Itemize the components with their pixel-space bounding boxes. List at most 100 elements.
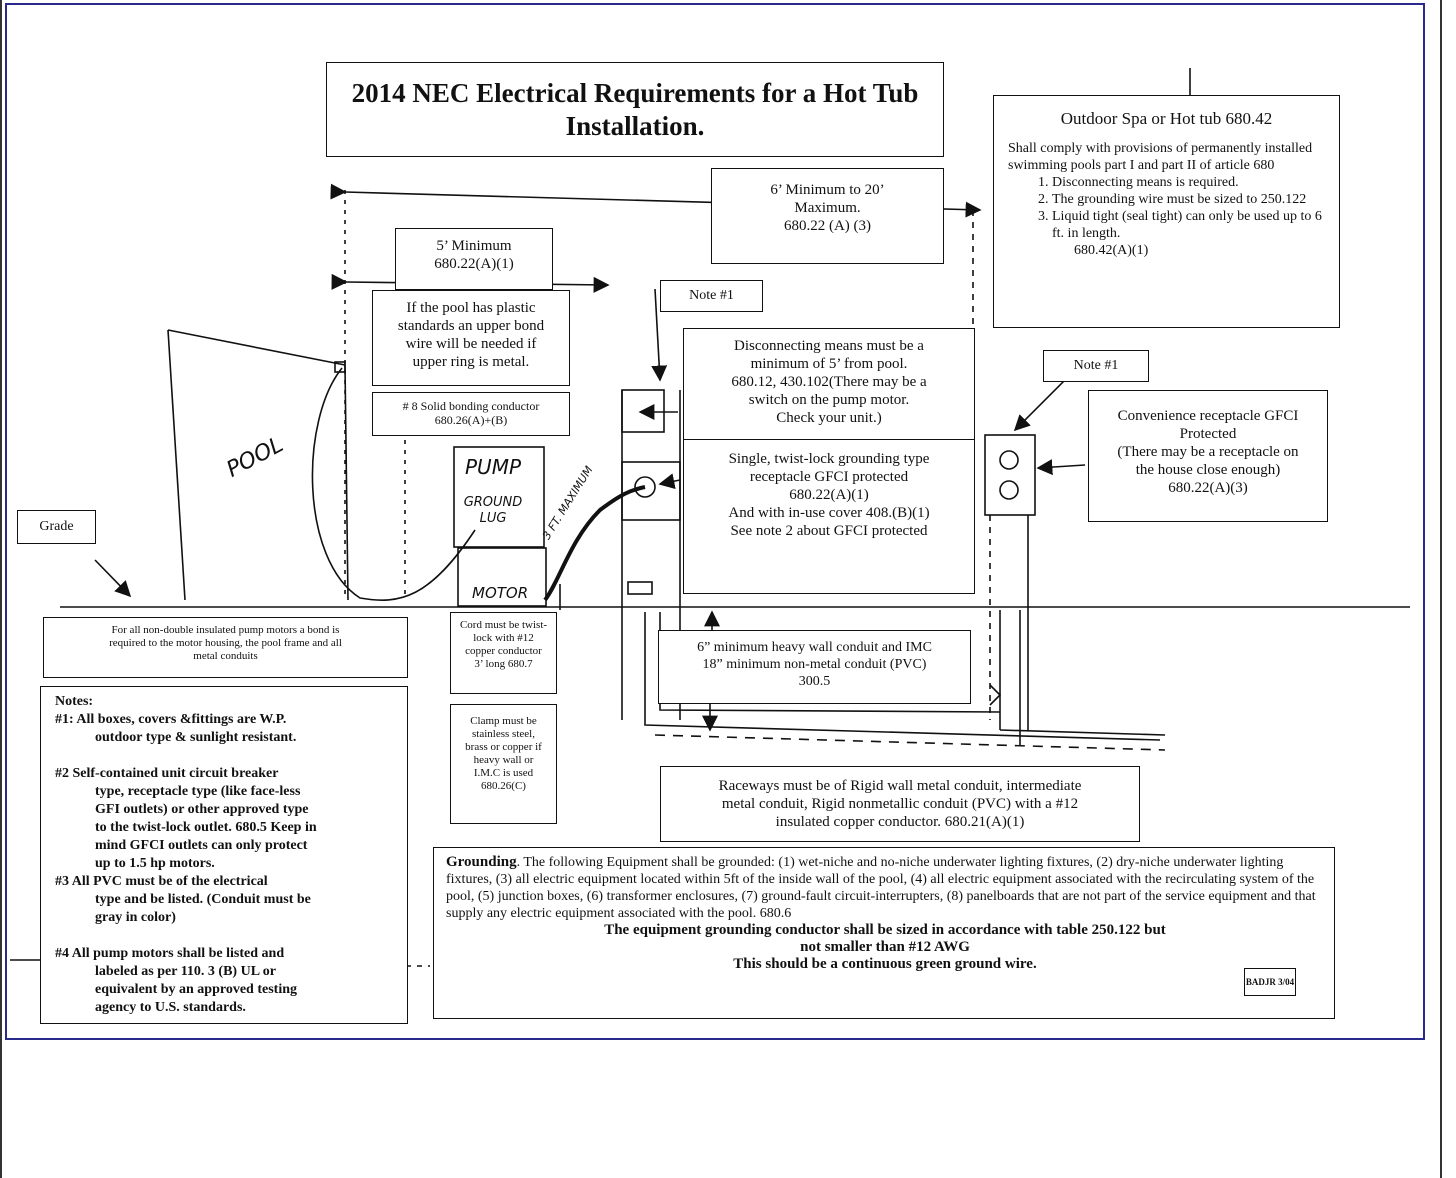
disconnect-line: Check your unit.) — [776, 410, 882, 426]
note1-right-label: Note #1 — [1073, 358, 1119, 373]
five-foot-minimum-box: 5’ Minimum 680.22(A)(1) — [395, 228, 553, 290]
twistlock-line: Single, twist-lock grounding type — [728, 451, 930, 467]
convenience-receptacle-box: Convenience receptacle GFCI Protected (T… — [1088, 390, 1328, 522]
outdoor-spa-box: Outdoor Spa or Hot tub 680.42 Shall comp… — [993, 95, 1340, 328]
raceway-line: metal conduit, Rigid nonmetallic conduit… — [721, 796, 1079, 812]
distance-line: 680.22 (A) (3) — [783, 218, 872, 234]
bond-required-line: For all non-double insulated pump motors… — [111, 624, 340, 636]
note-2-line: type, receptacle type (like face-less — [95, 784, 301, 799]
grade-label: Grade — [39, 519, 74, 534]
spa-intro: Shall comply with provisions of permanen… — [1008, 141, 1313, 173]
min5-line: 680.22(A)(1) — [434, 256, 514, 272]
distance-line: Maximum. — [794, 200, 861, 216]
clamp-box: Clamp must be stainless steel, brass or … — [450, 704, 557, 824]
disconnect-line: switch on the pump motor. — [748, 392, 910, 408]
ground-lug-line: LUG — [479, 511, 507, 526]
note-4-line: equivalent by an approved testing — [95, 982, 297, 997]
grounding-box: Grounding. The following Equipment shall… — [433, 847, 1335, 1019]
disconnect-line: Disconnecting means must be a — [734, 338, 924, 354]
disconnect-line: minimum of 5’ from pool. — [750, 356, 908, 372]
grounding-lead: Grounding — [446, 854, 517, 870]
page-title: 2014 NEC Electrical Requirements for a H… — [326, 62, 944, 157]
bond-required-line: metal conduits — [193, 650, 258, 662]
note1-left-label: Note #1 — [689, 288, 734, 303]
note-3-line: gray in color) — [95, 910, 176, 925]
spa-item: Disconnecting means is required. — [1052, 174, 1329, 191]
raceway-line: Raceways must be of Rigid wall metal con… — [718, 778, 1082, 794]
note-1-line: outdoor type & sunlight resistant. — [95, 730, 297, 745]
conduit-line: 300.5 — [798, 674, 831, 689]
spa-item: The grounding wire must be sized to 250.… — [1052, 191, 1329, 208]
note-2-line: GFI outlets) or other approved type — [95, 802, 309, 817]
page-edge-right — [1440, 0, 1442, 1178]
grounding-bold-line: This should be a continuous green ground… — [733, 956, 1037, 972]
note1-right: Note #1 — [1043, 350, 1149, 382]
plastic-line: wire will be needed if — [405, 336, 537, 352]
title-text: 2014 NEC Electrical Requirements for a H… — [351, 78, 919, 141]
spa-item: Liquid tight (seal tight) can only be us… — [1052, 208, 1329, 242]
plastic-standards-note: If the pool has plastic standards an upp… — [372, 290, 570, 386]
conduit-depth-box: 6” minimum heavy wall conduit and IMC 18… — [658, 630, 971, 704]
distance-line: 6’ Minimum to 20’ — [770, 182, 885, 198]
grounding-body: . The following Equipment shall be groun… — [446, 855, 1316, 921]
plastic-line: If the pool has plastic — [406, 300, 536, 316]
raceway-box: Raceways must be of Rigid wall metal con… — [660, 766, 1140, 842]
bond-required-box: For all non-double insulated pump motors… — [43, 617, 408, 678]
conduit-line: 6” minimum heavy wall conduit and IMC — [697, 640, 932, 655]
clamp-line: I.M.C is used — [473, 767, 534, 779]
note-4-line: agency to U.S. standards. — [95, 1000, 246, 1015]
bond-required-line: required to the motor housing, the pool … — [109, 637, 342, 649]
twistlock-line: See note 2 about GFCI protected — [730, 523, 928, 539]
author-badge: BADJR 3/04 — [1244, 968, 1296, 996]
pump-label: PUMP — [465, 455, 522, 479]
clamp-line: stainless steel, — [472, 728, 535, 740]
spa-heading: Outdoor Spa or Hot tub 680.42 — [1060, 109, 1273, 128]
cord-line: lock with #12 — [473, 632, 534, 644]
min5-line: 5’ Minimum — [436, 238, 512, 254]
clamp-line: brass or copper if — [465, 741, 542, 753]
cord-line: Cord must be twist- — [459, 619, 548, 631]
bond-line: 680.26(A)+(B) — [434, 413, 508, 427]
notes-heading: Notes: — [55, 694, 94, 709]
distance-box: 6’ Minimum to 20’ Maximum. 680.22 (A) (3… — [711, 168, 944, 264]
cord-line: 3’ long 680.7 — [474, 658, 533, 670]
author-badge-text: BADJR 3/04 — [1245, 977, 1295, 987]
convenience-line: Protected — [1179, 426, 1237, 442]
clamp-line: 680.26(C) — [481, 780, 526, 792]
grade-label-box: Grade — [17, 510, 96, 544]
note-2-line: #2 Self-contained unit circuit breaker — [55, 766, 279, 781]
bonding-conductor-box: # 8 Solid bonding conductor 680.26(A)+(B… — [372, 392, 570, 436]
convenience-line: 680.22(A)(3) — [1168, 480, 1248, 496]
note-2-line: to the twist-lock outlet. 680.5 Keep in — [95, 820, 317, 835]
spa-ref: 680.42(A)(1) — [1074, 243, 1149, 258]
note-4-line: labeled as per 110. 3 (B) UL or — [95, 964, 276, 979]
grounding-bold-line: The equipment grounding conductor shall … — [604, 922, 1166, 938]
note-2-line: up to 1.5 hp motors. — [95, 856, 215, 871]
clamp-line: heavy wall or — [473, 754, 534, 766]
notes-box: Notes: #1: All boxes, covers &fittings a… — [40, 686, 408, 1024]
note1-left: Note #1 — [660, 280, 763, 312]
note-3-line: #3 All PVC must be of the electrical — [55, 874, 268, 889]
plastic-line: standards an upper bond — [397, 318, 545, 334]
grounding-paragraph: Grounding. The following Equipment shall… — [446, 854, 1324, 922]
ground-lug-line: GROUND — [463, 495, 523, 510]
note-4-line: #4 All pump motors shall be listed and — [55, 946, 285, 961]
conduit-line: 18” minimum non-metal conduit (PVC) — [702, 657, 927, 672]
convenience-line: (There may be a receptacle on — [1117, 444, 1299, 460]
note-3-line: type and be listed. (Conduit must be — [95, 892, 311, 907]
clamp-line: Clamp must be — [470, 715, 537, 727]
bond-line: # 8 Solid bonding conductor — [402, 399, 540, 413]
motor-label: MOTOR — [472, 584, 529, 602]
cord-line: copper conductor — [465, 645, 542, 657]
twistlock-line: And with in-use cover 408.(B)(1) — [728, 505, 930, 521]
twistlock-line: receptacle GFCI protected — [749, 469, 909, 485]
note-2-line: mind GFCI outlets can only protect — [95, 838, 308, 853]
twistlock-line: 680.22(A)(1) — [789, 487, 869, 503]
ground-lug-label: GROUND LUG — [458, 495, 528, 527]
grounding-bold-line: not smaller than #12 AWG — [800, 939, 970, 955]
convenience-line: Convenience receptacle GFCI — [1117, 408, 1299, 424]
plastic-line: upper ring is metal. — [412, 354, 530, 370]
diagram-frame — [5, 3, 1425, 1040]
note-1-line: #1: All boxes, covers &fittings are W.P. — [55, 712, 287, 727]
convenience-line: the house close enough) — [1135, 462, 1281, 478]
